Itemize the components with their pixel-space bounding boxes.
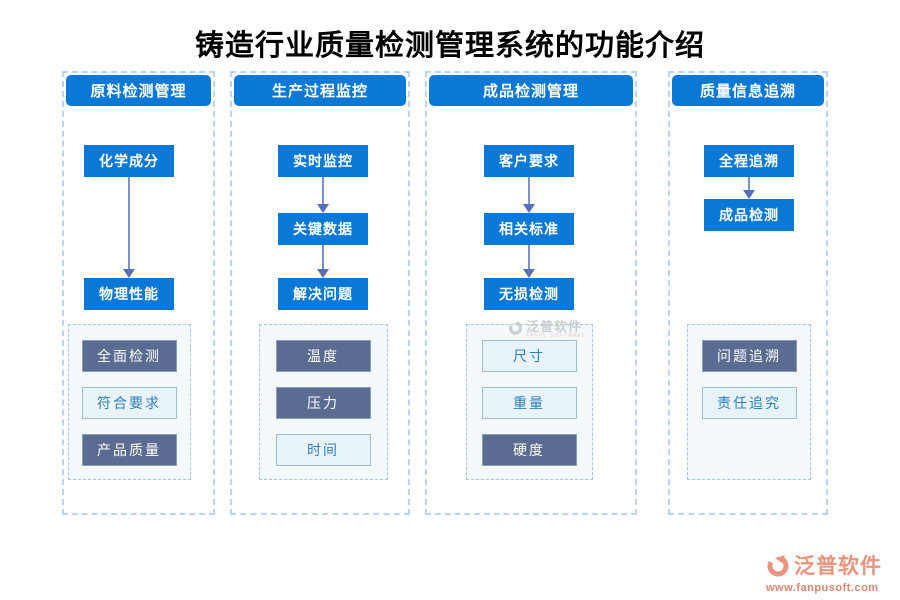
sub-box: 符合要求 [81,387,177,419]
sub-box: 责任追究 [701,387,797,419]
flow-box: 关键数据 [278,213,368,245]
page-title: 铸造行业质量检测管理系统的功能介绍 [194,30,705,62]
arrow-line [322,177,324,205]
watermark-brand: 泛普软件 [526,319,583,334]
arrow-head-icon [123,269,135,278]
column-header: 质量信息追溯 [672,75,824,106]
arrow-line [322,245,324,270]
watermark-logo-icon [508,321,523,335]
footer-logo: 泛普软件 www.fanpusoft.com [766,550,896,594]
column-header: 原料检测管理 [66,75,211,106]
flow-box: 物理性能 [84,278,174,310]
arrow-line [748,177,750,191]
sub-box: 硬度 [481,434,577,466]
column-1: 原料检测管理化学成分物理性能全面检测符合要求产品质量 [62,71,215,515]
flow-box: 客户要求 [484,145,574,177]
sub-box: 温度 [275,340,371,372]
flow-box: 无损检测 [484,278,574,310]
arrow-head-icon [523,269,535,278]
flow-box: 解决问题 [278,278,368,310]
arrow-head-icon [317,204,329,213]
footer-logo-website: www.fanpusoft.com [766,582,879,594]
flow-box: 化学成分 [84,145,174,177]
column-2: 生产过程监控实时监控关键数据解决问题温度压力时间 [230,71,410,515]
column-header: 成品检测管理 [429,75,633,106]
sub-box: 时间 [275,434,371,466]
fanpu-logo-icon [767,555,789,577]
column-4: 质量信息追溯全程追溯成品检测问题追溯责任追究 [668,71,828,515]
arrow-head-icon [523,204,535,213]
sub-box: 问题追溯 [701,340,797,372]
watermark: 泛普软件 FANPU SOFTWARE [508,320,598,339]
watermark-subtext: FANPU SOFTWARE [526,333,587,339]
sub-box: 产品质量 [81,434,177,466]
flow-box: 成品检测 [704,199,794,231]
arrow-line [528,177,530,205]
sub-box: 尺寸 [481,340,577,372]
flow-box: 全程追溯 [704,145,794,177]
footer-logo-brand: 泛普软件 [794,555,882,578]
sub-box: 重量 [481,387,577,419]
arrow-line [528,245,530,270]
column-3: 成品检测管理客户要求相关标准无损检测尺寸重量硬度 [425,71,637,515]
sub-box: 全面检测 [81,340,177,372]
flow-box: 实时监控 [278,145,368,177]
arrow-head-icon [317,269,329,278]
sub-box: 压力 [275,387,371,419]
arrow-line [128,177,130,270]
flow-box: 相关标准 [484,213,574,245]
column-header: 生产过程监控 [234,75,406,106]
arrow-head-icon [743,190,755,199]
